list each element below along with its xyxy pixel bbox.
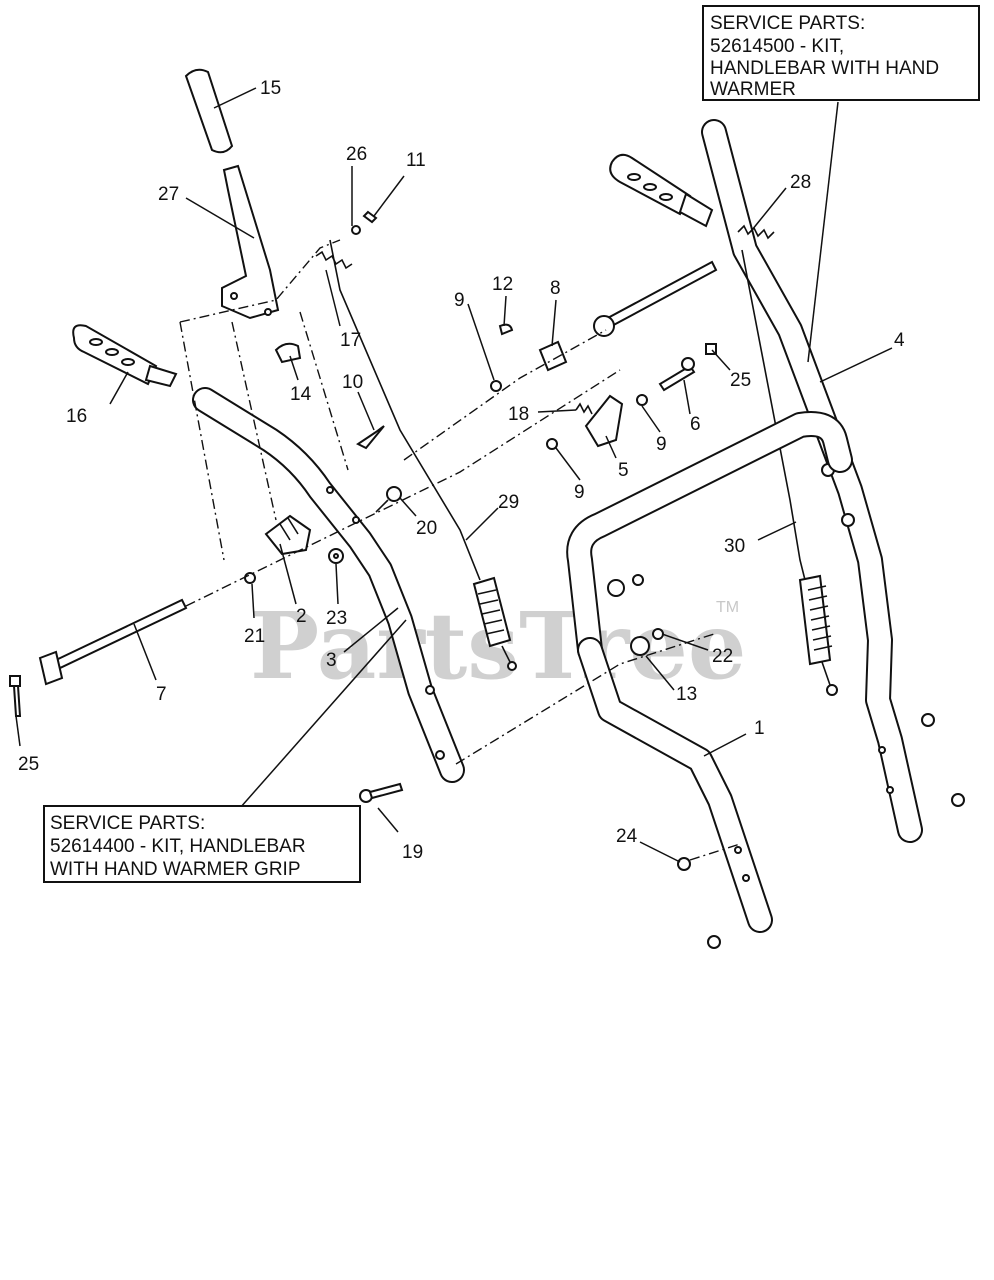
callouts: 15 27 26 11 17 14 16 10 9 12 8 4 25 6 9 …	[18, 78, 905, 863]
callout-19[interactable]: 19	[402, 842, 423, 863]
part-5-bracket[interactable]	[584, 394, 624, 448]
callout-6[interactable]: 6	[690, 414, 701, 435]
part-12-clip[interactable]	[498, 323, 514, 336]
callout-10[interactable]: 10	[342, 372, 363, 393]
callout-25a[interactable]: 25	[18, 754, 39, 775]
part-3-left-handlebar[interactable]	[192, 387, 465, 783]
part-16-left-grip[interactable]	[72, 324, 178, 388]
callout-28[interactable]: 28	[790, 172, 811, 193]
callout-16[interactable]: 16	[66, 406, 87, 427]
part-9-nut-b[interactable]	[636, 394, 648, 406]
part-21-nut[interactable]	[244, 572, 256, 584]
service-box-left-line-1: SERVICE PARTS:	[50, 813, 205, 834]
callout-13[interactable]: 13	[676, 684, 697, 705]
part-2-lever-block[interactable]	[264, 514, 312, 556]
part-27-left-upper-bracket[interactable]	[221, 164, 280, 320]
service-box-right-line-3: HANDLEBAR WITH HAND	[710, 58, 939, 79]
part-19-bolt[interactable]	[359, 782, 404, 803]
part-15-grip-cap[interactable]	[184, 68, 234, 154]
part-25-right-bolt[interactable]	[705, 343, 717, 355]
callout-14[interactable]: 14	[290, 384, 312, 405]
part-26-washer[interactable]	[351, 225, 361, 235]
part-shift-rod-right[interactable]	[593, 260, 718, 337]
part-14-clip[interactable]	[274, 342, 302, 364]
callout-27[interactable]: 27	[158, 184, 179, 205]
callout-30[interactable]: 30	[724, 536, 745, 557]
part-22-nut[interactable]	[652, 628, 664, 640]
part-28-spring[interactable]	[737, 224, 775, 240]
part-8-knob[interactable]	[538, 340, 568, 372]
callout-18[interactable]: 18	[508, 404, 529, 425]
part-13-washer[interactable]	[630, 636, 650, 656]
service-box-right-line-2: 52614500 - KIT,	[710, 36, 844, 57]
part-9-nut-c[interactable]	[546, 438, 558, 450]
callout-9a[interactable]: 9	[454, 290, 465, 311]
callout-25b[interactable]: 25	[730, 370, 751, 391]
part-9-nut-a[interactable]	[490, 380, 502, 392]
callout-9c[interactable]: 9	[574, 482, 585, 503]
callout-11[interactable]: 11	[406, 150, 426, 171]
service-box-right-line-4: WARMER	[710, 79, 796, 100]
service-box-left-line-2: 52614400 - KIT, HANDLEBAR	[50, 836, 306, 857]
service-box-left: SERVICE PARTS: 52614400 - KIT, HANDLEBAR…	[43, 805, 361, 883]
callout-22[interactable]: 22	[712, 646, 733, 667]
part-29-left-cable[interactable]	[329, 239, 517, 671]
part-24-bolt[interactable]	[677, 713, 965, 949]
part-7-rod[interactable]	[38, 598, 188, 686]
service-box-left-line-3: WITH HAND WARMER GRIP	[50, 859, 301, 880]
part-6-pin[interactable]	[658, 357, 696, 392]
callout-2[interactable]: 2	[296, 606, 307, 627]
part-18-spring[interactable]	[575, 402, 593, 415]
service-box-right-line-1: SERVICE PARTS:	[710, 13, 865, 34]
part-20-bolt[interactable]	[375, 486, 402, 513]
callout-15[interactable]: 15	[260, 78, 281, 99]
part-11-pin[interactable]	[362, 210, 378, 224]
callout-1[interactable]: 1	[754, 718, 765, 739]
watermark-tm: TM	[716, 599, 739, 616]
leader-lines	[15, 87, 893, 863]
callout-12[interactable]: 12	[492, 274, 513, 295]
callout-5[interactable]: 5	[618, 460, 629, 481]
callout-9b[interactable]: 9	[656, 434, 667, 455]
part-4-right-upper-handlebar[interactable]	[701, 119, 923, 843]
callout-4[interactable]: 4	[894, 330, 905, 351]
service-box-right: SERVICE PARTS: 52614500 - KIT, HANDLEBAR…	[702, 5, 980, 101]
callout-29[interactable]: 29	[498, 492, 519, 513]
part-30-right-cable[interactable]	[741, 249, 838, 696]
assembly-lines	[179, 239, 741, 861]
callout-20[interactable]: 20	[416, 518, 437, 539]
callout-17[interactable]: 17	[340, 330, 361, 351]
callout-23[interactable]: 23	[326, 608, 347, 629]
callout-21[interactable]: 21	[244, 626, 265, 647]
callout-7[interactable]: 7	[156, 684, 167, 705]
callout-26[interactable]: 26	[346, 144, 367, 165]
callout-8[interactable]: 8	[550, 278, 561, 299]
part-1-lower-handlebar[interactable]	[566, 411, 853, 933]
part-23-washer[interactable]	[328, 548, 344, 564]
part-10-pin[interactable]	[356, 425, 385, 450]
callout-24[interactable]: 24	[616, 826, 638, 847]
part-25-left-bolt[interactable]	[9, 675, 22, 717]
part-28-right-grip[interactable]	[609, 153, 714, 228]
callout-3[interactable]: 3	[326, 650, 337, 671]
